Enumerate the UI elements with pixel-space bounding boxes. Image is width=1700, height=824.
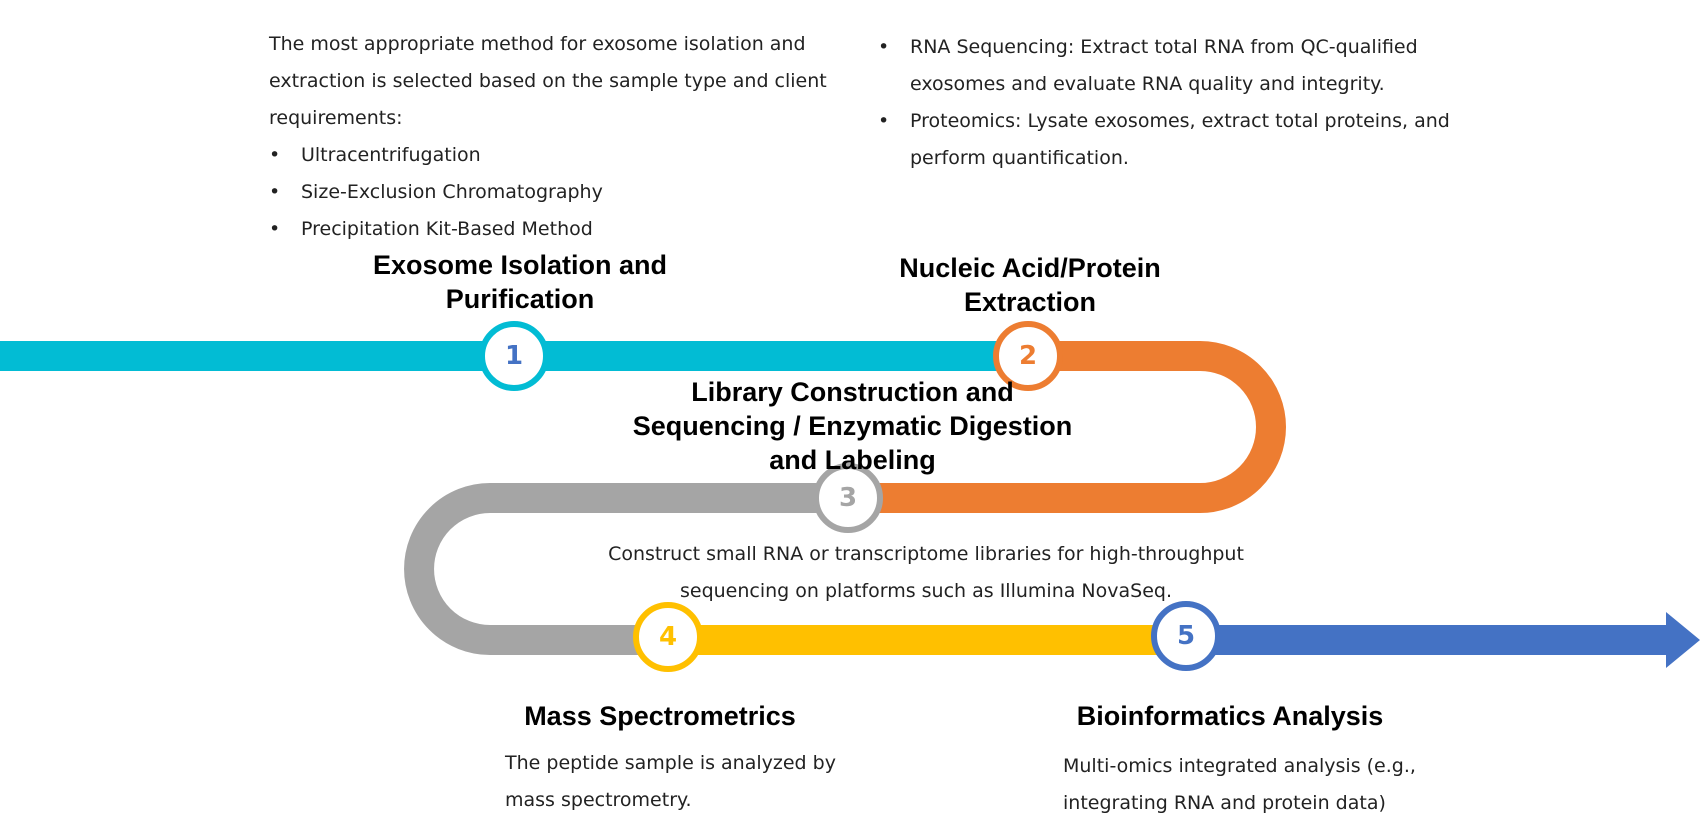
isolation-method-list: Ultracentrifugation Size-Exclusion Chrom…	[269, 137, 849, 248]
step-4-description: The peptide sample is analyzed by mass s…	[505, 752, 836, 811]
extraction-note-list: RNA Sequencing: Extract total RNA from Q…	[878, 29, 1498, 177]
isolation-method-text: The most appropriate method for exosome …	[269, 26, 849, 248]
step-2-title: Nucleic Acid/Protein Extraction	[899, 253, 1161, 317]
step-4-number: 4	[658, 622, 678, 652]
step-4-circle	[633, 602, 703, 672]
step-3-title: Library Construction and Sequencing / En…	[632, 377, 1073, 475]
flow-arrowhead	[1666, 612, 1700, 668]
step-3-circle	[813, 463, 883, 533]
step-2-number: 2	[1018, 341, 1038, 371]
step-2-circle	[993, 321, 1063, 391]
step-4-title: Mass Spectrometrics	[524, 701, 796, 731]
method-item: Size-Exclusion Chromatography	[269, 174, 849, 211]
extraction-note-proteomics: Proteomics: Lysate exosomes, extract tot…	[878, 103, 1498, 177]
step-1-number: 1	[504, 341, 524, 371]
step-5-title: Bioinformatics Analysis	[1076, 701, 1384, 731]
segment-orange	[848, 341, 1286, 513]
extraction-notes: RNA Sequencing: Extract total RNA from Q…	[878, 29, 1498, 177]
step-1-circle	[479, 321, 549, 391]
step-3-description: Construct small RNA or transcriptome lib…	[608, 543, 1244, 602]
method-item: Precipitation Kit-Based Method	[269, 211, 849, 248]
step-3-number: 3	[838, 483, 858, 513]
step-5-circle	[1151, 601, 1221, 671]
step-1-title: Exosome Isolation and Purification	[372, 250, 668, 314]
method-item: Ultracentrifugation	[269, 137, 849, 174]
isolation-lead: The most appropriate method for exosome …	[269, 33, 827, 129]
step-5-number: 5	[1176, 621, 1196, 651]
step-5-description: Multi-omics integrated analysis (e.g., i…	[1063, 755, 1416, 814]
segment-gray	[404, 483, 848, 655]
extraction-note-rna: RNA Sequencing: Extract total RNA from Q…	[878, 29, 1498, 103]
